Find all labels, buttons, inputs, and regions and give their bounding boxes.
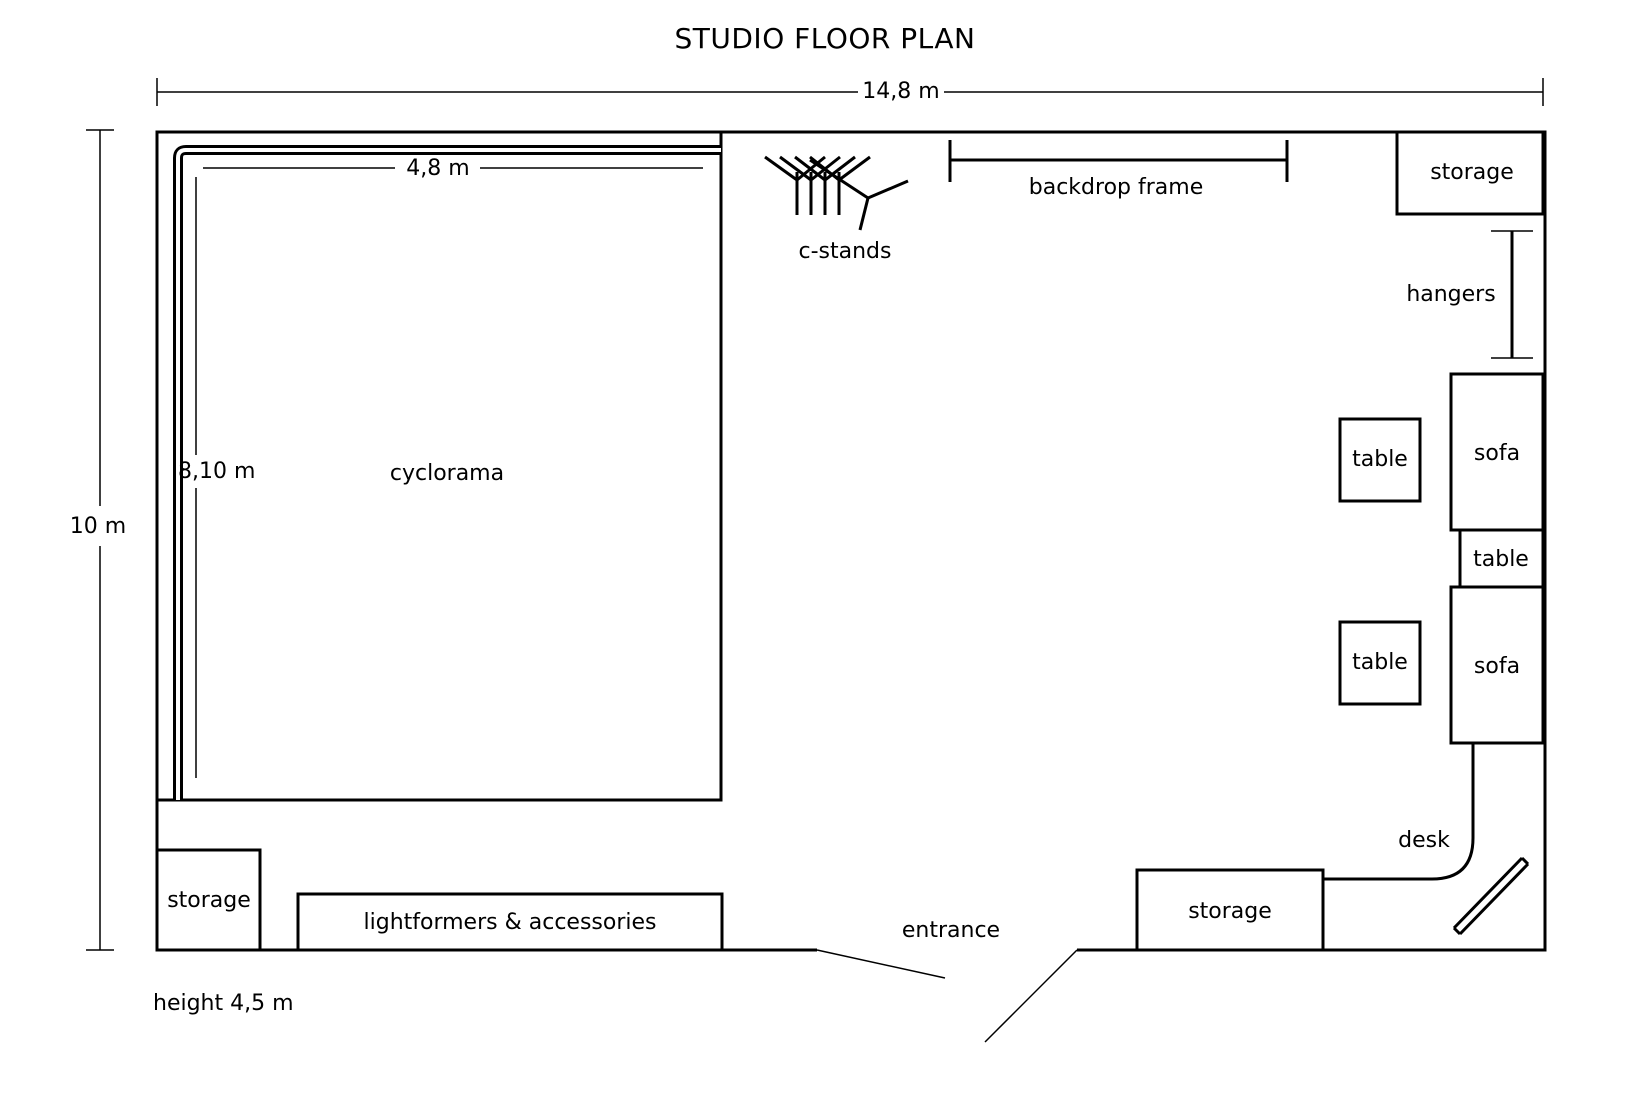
table-3: [1338, 620, 1422, 706]
desk: [1321, 743, 1530, 950]
hangers-label: hangers: [1406, 282, 1495, 307]
hangers: [1491, 230, 1533, 359]
storage-bottom-right: [1135, 868, 1325, 952]
depth-dimension: 10 m: [60, 129, 140, 951]
height-label: height 4,5 m: [153, 991, 294, 1016]
storage-top-right-label: storage: [1430, 160, 1514, 185]
storage-top-right: [1395, 130, 1545, 216]
backdrop-frame-label: backdrop frame: [1029, 175, 1203, 200]
sofa-2-label: sofa: [1474, 654, 1520, 679]
storage-bottom-left: [155, 848, 262, 952]
cyclorama-width-label: 4,8 m: [406, 156, 469, 181]
entrance-label: entrance: [902, 918, 1000, 943]
lightformers-label: lightformers & accessories: [364, 910, 657, 935]
desk-label: desk: [1398, 828, 1450, 853]
table-2-label: table: [1473, 547, 1529, 572]
backdrop-frame: [948, 140, 1289, 182]
table-1-label: table: [1352, 447, 1408, 472]
lightformers-accessories: [296, 892, 724, 952]
table-1: [1338, 417, 1422, 503]
room-walls: [155, 130, 1547, 1043]
storage-bottom-left-label: storage: [167, 888, 251, 913]
sofa-2: [1449, 585, 1545, 745]
c-stands-label: c-stands: [799, 239, 892, 264]
table-3-label: table: [1352, 650, 1408, 675]
width-dimension: 14,8 m: [156, 76, 1544, 106]
sofa-1-label: sofa: [1474, 441, 1520, 466]
c-stands-icon: [764, 155, 909, 231]
width-label: 14,8 m: [862, 79, 939, 104]
cyclorama-label: cyclorama: [390, 461, 504, 486]
plan-title: STUDIO FLOOR PLAN: [675, 22, 976, 55]
cyclorama: 4,8 m 8,10 m cyclorama: [155, 130, 723, 802]
storage-bottom-right-label: storage: [1188, 899, 1272, 924]
depth-label: 10 m: [70, 514, 126, 539]
cyclorama-depth-label: 8,10 m: [178, 459, 255, 484]
